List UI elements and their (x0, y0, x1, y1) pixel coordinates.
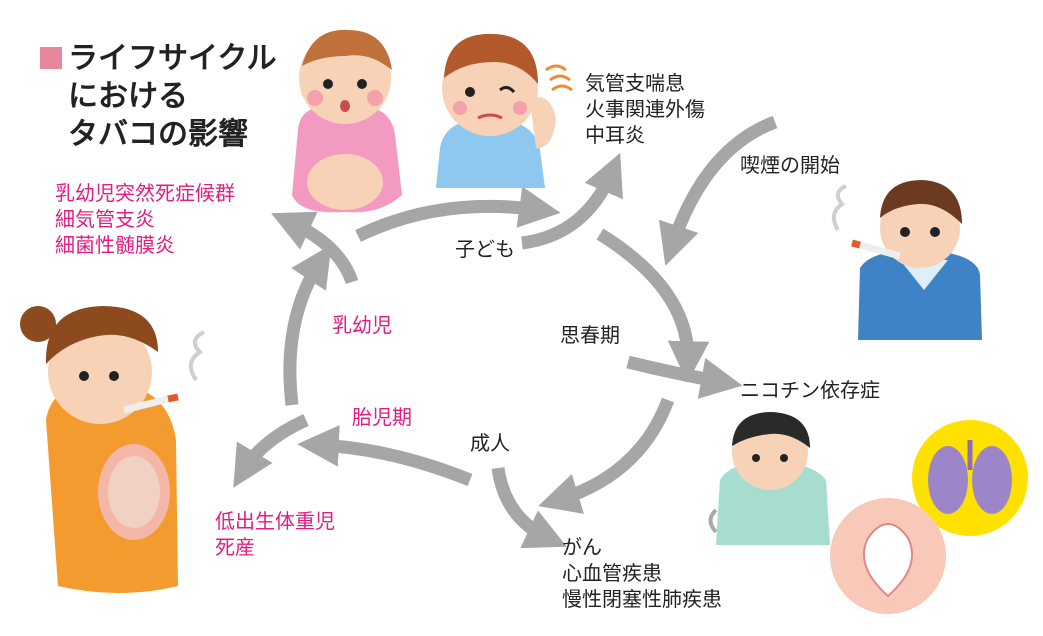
adult-patient-illustration (708, 412, 830, 545)
stage-infant-label: 乳幼児 (332, 313, 392, 337)
effect-sids: 乳幼児突然死症候群 (55, 181, 235, 205)
effect-meningitis: 細菌性髄膜炎 (55, 233, 175, 257)
stage-child-label: 子ども (455, 237, 515, 261)
nicotine-dependence-label: ニコチン依存症 (740, 378, 880, 402)
effect-asthma: 気管支喘息 (585, 71, 685, 95)
title-line-1: ライフサイクル (40, 40, 277, 78)
effect-cardiovascular: 心血管疾患 (562, 561, 662, 585)
infant-effects-list: 乳幼児突然死症候群 細気管支炎 細菌性髄膜炎 (55, 180, 235, 258)
heart-illustration (830, 498, 946, 614)
effect-stillbirth: 死産 (215, 535, 255, 559)
stage-fetal-label: 胎児期 (352, 405, 412, 429)
arrow-adult-to-fetal (297, 425, 473, 487)
adult-effects-list: がん 心血管疾患 慢性閉塞性肺疾患 (562, 534, 722, 612)
title-line-3: タバコの影響 (68, 117, 248, 152)
arrow-adult-to-effects (491, 466, 567, 549)
stage-adult-label: 成人 (470, 431, 510, 455)
smoking-start-label: 喫煙の開始 (740, 153, 840, 177)
arrow-child-to-adolescence (596, 228, 710, 383)
lungs-illustration (912, 420, 1028, 536)
child-effects-list: 気管支喘息 火事関連外傷 中耳炎 (585, 70, 705, 148)
fetal-effects-list: 低出生体重児 死産 (215, 508, 335, 560)
effect-low-birth-weight: 低出生体重児 (215, 509, 335, 533)
arrow-infant-to-child (355, 186, 561, 242)
arrow-infant-to-effects (271, 211, 359, 285)
arrow-child-to-effects (521, 152, 623, 250)
arrow-adolescence-to-adult (538, 397, 675, 514)
teen-smoker-illustration (831, 180, 982, 340)
title-line-2: における (68, 79, 188, 114)
effect-fire-injury: 火事関連外傷 (585, 97, 705, 121)
arrow-fetal-to-effects (233, 414, 309, 488)
effect-otitis: 中耳炎 (585, 123, 645, 147)
arrow-to-nicotine (626, 355, 743, 399)
title-marker (40, 47, 62, 69)
arrow-smoking-start (658, 115, 778, 266)
effect-cancer: がん (562, 535, 602, 559)
arrow-fetal-to-infant (283, 244, 332, 406)
pregnant-mother-illustration (20, 306, 205, 593)
effect-bronchiolitis: 細気管支炎 (55, 207, 155, 231)
baby-illustration (292, 29, 402, 213)
stage-adolescence-label: 思春期 (560, 323, 620, 347)
diagram-title: ライフサイクル における タバコの影響 (40, 40, 277, 154)
child-illustration (436, 33, 573, 188)
effect-copd: 慢性閉塞性肺疾患 (562, 587, 722, 611)
